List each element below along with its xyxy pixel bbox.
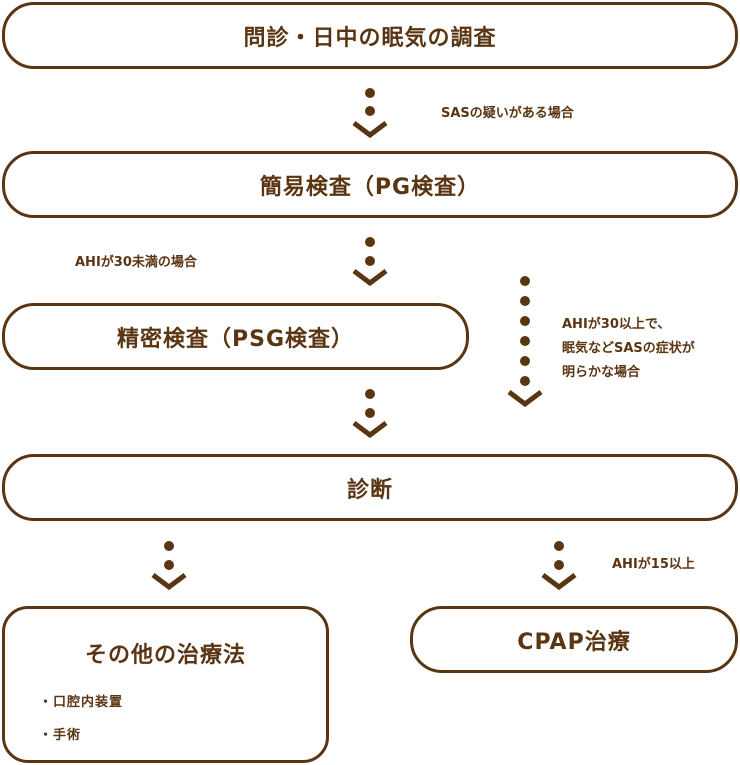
chevron-down-icon: [351, 420, 389, 440]
connector-dot: [365, 389, 375, 399]
diagnosis-box: 診断: [2, 454, 738, 521]
connector-dot: [520, 296, 530, 306]
other-treatment-label: その他の治療法: [84, 643, 246, 668]
connector-dot: [164, 560, 174, 570]
chevron-down-icon: [351, 120, 389, 140]
connector-dot: [365, 106, 375, 116]
connector-dot: [520, 316, 530, 326]
chevron-down-icon: [540, 572, 578, 592]
connector-dot: [520, 276, 530, 286]
ahi-over30-label: AHIが30以上で、 眠気などSASの症状が 明らかな場合: [562, 313, 695, 385]
cpap-label: CPAP治療: [517, 629, 631, 655]
ahi-over30-line3: 明らかな場合: [562, 365, 641, 381]
psg-test-label: 精密検査（PSG検査）: [116, 326, 355, 352]
chevron-down-icon: [351, 268, 389, 288]
diagnosis-label: 診断: [346, 477, 393, 503]
connector-dot: [365, 88, 375, 98]
other-treatment-box: その他の治療法 口腔内装置 手術: [2, 606, 329, 763]
connector-dot: [365, 408, 375, 418]
ahi-over30-line2: 眠気などSASの症状が: [562, 341, 695, 357]
connector-dot: [554, 560, 564, 570]
pg-test-label: 簡易検査（PG検査）: [259, 174, 481, 200]
pg-test-box: 簡易検査（PG検査）: [2, 151, 738, 218]
other-treatment-item: 口腔内装置: [39, 691, 123, 710]
sas-suspected-label: SASの疑いがある場合: [441, 106, 574, 121]
connector-dot: [365, 256, 375, 266]
cpap-box: CPAP治療: [410, 606, 738, 673]
chevron-down-icon: [506, 389, 544, 409]
psg-test-box: 精密検査（PSG検査）: [2, 303, 469, 370]
ahi-under30-label: AHIが30未満の場合: [75, 255, 197, 270]
connector-dot: [365, 237, 375, 247]
connector-dot: [520, 376, 530, 386]
connector-dot: [164, 541, 174, 551]
connector-dot: [520, 336, 530, 346]
other-treatment-item: 手術: [39, 724, 123, 743]
ahi-over15-label: AHIが15以上: [612, 557, 695, 572]
interview-label: 問診・日中の眠気の調査: [243, 25, 497, 51]
connector-dot: [554, 541, 564, 551]
other-treatment-list: 口腔内装置 手術: [5, 691, 123, 757]
connector-dot: [520, 356, 530, 366]
interview-box: 問診・日中の眠気の調査: [2, 2, 738, 69]
chevron-down-icon: [150, 572, 188, 592]
ahi-over30-line1: AHIが30以上で、: [562, 317, 671, 332]
